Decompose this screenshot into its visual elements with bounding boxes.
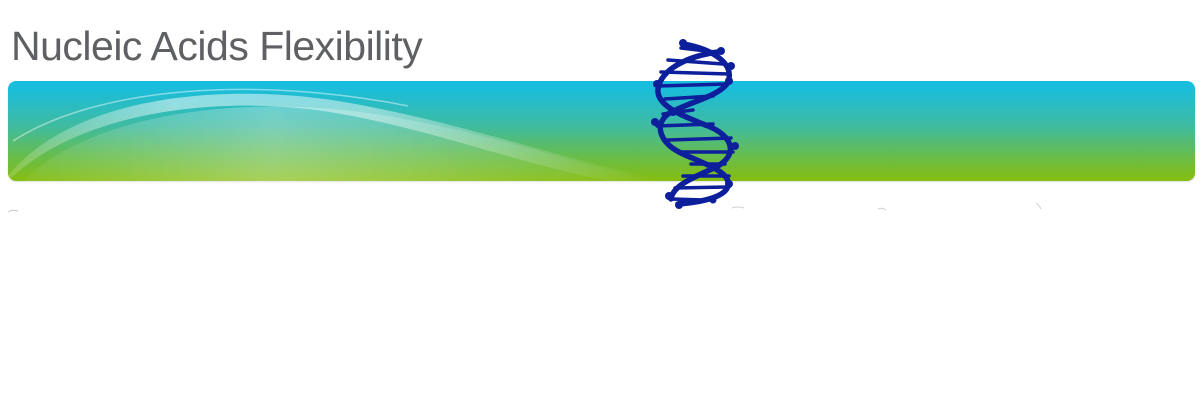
header-banner: [8, 81, 1195, 181]
banner-shadow-marks: [7, 202, 1042, 213]
banner-swoosh-graphic: [8, 88, 668, 181]
site-title: Nucleic Acids Flexibility: [11, 23, 423, 69]
dna-double-helix-icon: [651, 39, 739, 209]
